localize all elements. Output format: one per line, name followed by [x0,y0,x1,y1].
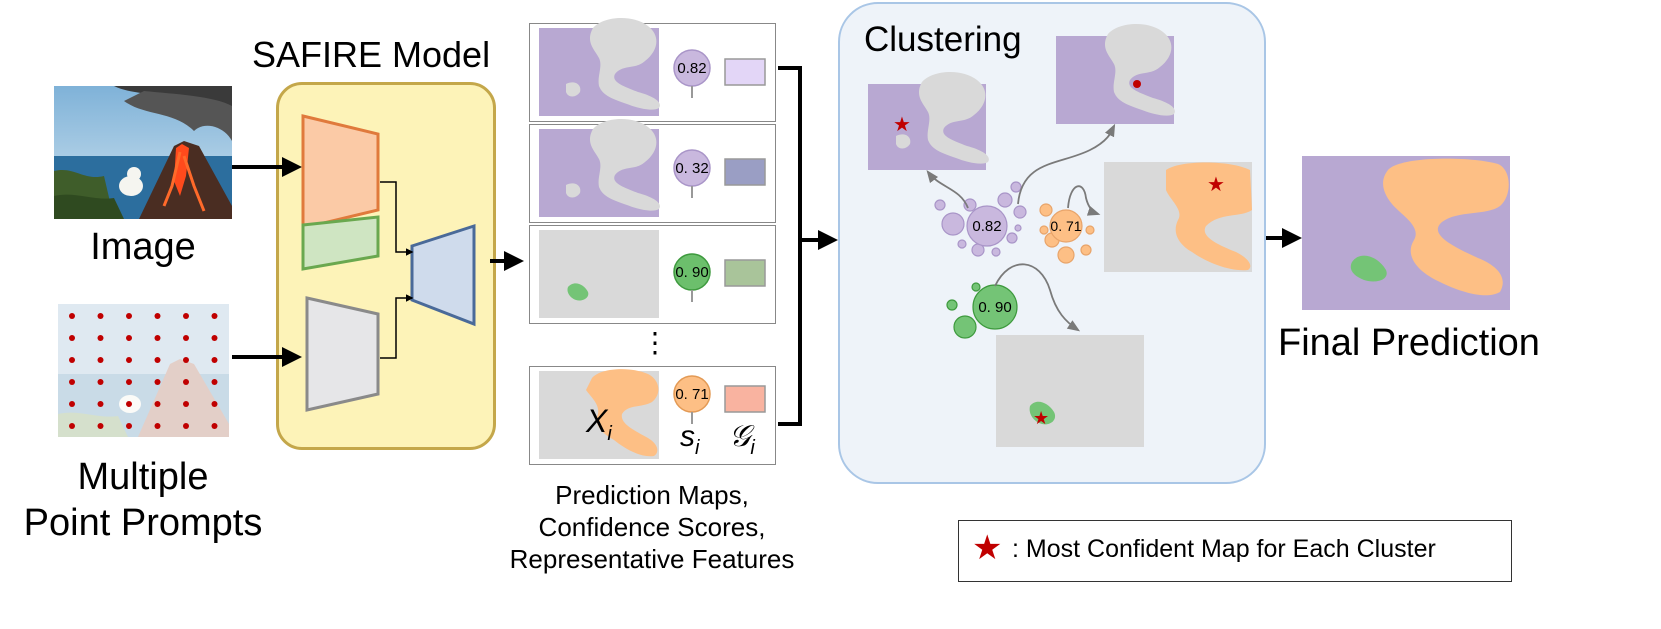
point-prompt-dot [97,401,104,407]
point-prompt-dot [211,357,218,363]
point-prompt-dot [211,313,218,319]
stack-ellipsis: ⋮ [641,327,669,358]
prediction-caption-line3: Representative Features [509,544,795,574]
point-prompt-dot [211,401,218,407]
point-prompt-dot [126,423,132,429]
clustering-title: Clustering [864,20,1022,59]
point-prompt-dot [183,379,189,385]
prediction-card-2 [529,124,776,223]
safire-model-box [276,82,496,450]
point-prompt-dot [154,357,161,363]
model-title: SAFIRE Model [252,34,491,75]
point-prompt-dot [69,335,75,341]
point-prompt-dot [183,357,189,363]
stack-bracket [778,66,802,426]
prediction-card-n [529,366,776,465]
point-prompt-dot [97,357,104,363]
point-prompt-dot [211,423,218,429]
point-prompt-dot [69,313,75,319]
prediction-card-3 [529,225,776,324]
final-prediction-label: Final Prediction [1278,322,1540,364]
point-prompt-dot [126,357,132,363]
point-prompt-dot [183,401,189,407]
point-prompt-dot [154,335,161,341]
legend-box [958,520,1512,582]
point-prompts-image [58,304,229,437]
point-prompt-dot [154,313,161,319]
point-prompt-dot [154,423,161,429]
prompts-label-line2: Point Prompts [23,502,263,544]
point-prompt-dot [154,401,161,407]
point-prompt-dot [154,379,161,385]
point-prompt-dot [69,423,75,429]
point-prompt-dot [97,335,104,341]
point-prompt-dot [126,379,132,385]
prediction-caption-line1: Prediction Maps, [555,480,749,510]
point-prompt-dot [69,401,75,407]
prompts-label-line1: Multiple [77,456,209,498]
point-prompt-dot [126,335,132,341]
point-prompt-dot [126,313,132,319]
point-prompt-dot [97,379,104,385]
final-prediction-map [1302,156,1510,310]
point-prompt-dot [183,313,189,319]
input-image [54,86,232,219]
point-prompt-dot [183,335,189,341]
point-prompt-dot [211,379,218,385]
point-prompt-dot [183,423,189,429]
clustering-panel [838,2,1266,484]
point-prompt-dot [97,423,104,429]
point-prompt-dot [69,357,75,363]
point-prompt-dot [97,313,104,319]
image-label: Image [90,226,196,268]
point-prompt-dot [69,379,75,385]
point-prompt-dot [126,401,132,407]
point-prompt-dot [211,335,218,341]
legend-star-icon: ★ [972,529,1003,567]
legend-text: : Most Confident Map for Each Cluster [1012,535,1436,563]
prediction-card-1 [529,23,776,122]
prediction-caption-line2: Confidence Scores, [538,512,766,542]
